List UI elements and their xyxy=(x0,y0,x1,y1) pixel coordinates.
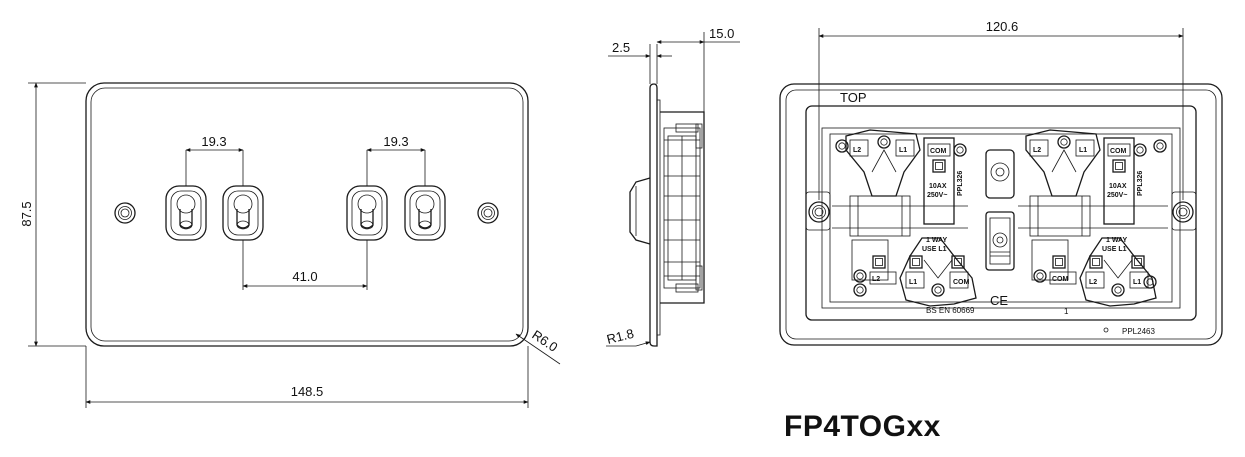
front-plate-inner xyxy=(90,87,524,342)
rear-width-label: 120.6 xyxy=(986,19,1019,34)
side-plate xyxy=(649,83,658,347)
terminal-com-top-left: COM xyxy=(930,148,947,155)
orientation-label: TOP xyxy=(840,90,867,105)
center-gap-label: 41.0 xyxy=(292,269,317,284)
front-view: 19.3 19.3 41.0 87.5 148.5 R6.0 xyxy=(19,82,560,408)
depth-label: 15.0 xyxy=(709,26,734,41)
way-left-line1: 1 WAY xyxy=(926,237,947,244)
toggle-switch-1-icon xyxy=(165,185,207,241)
rear-plate-outline xyxy=(779,83,1223,346)
plate-thickness-label: 2.5 xyxy=(612,40,630,55)
model-number: FP4TOGxx xyxy=(784,410,941,443)
terminal-l1-top-left: L1 xyxy=(899,147,907,154)
corner-radius-label: R6.0 xyxy=(529,327,560,355)
terminal-l1-bottom-left: COM xyxy=(953,279,970,286)
rear-view: 120.6 TOP L2 L1 COM 10AX 250V~ PPL326 xyxy=(779,19,1223,346)
side-view: 2.5 15.0 R1.8 xyxy=(605,26,740,347)
terminal-com-bottom-right: COM xyxy=(1052,276,1069,283)
right-screw-icon xyxy=(477,202,499,224)
index-mark: 1 xyxy=(1064,307,1069,316)
centre-mechanism xyxy=(985,149,1015,271)
way-right-line2: USE L1 xyxy=(1102,246,1127,253)
front-plate-outline xyxy=(85,82,529,347)
left-screw-icon xyxy=(114,202,136,224)
rating-right-line1: 10AX xyxy=(1109,183,1127,190)
terminal-l1-bottom-right: L1 xyxy=(1133,279,1141,286)
terminal-l2-bottom-left: L1 xyxy=(909,279,917,286)
rear-left-screw-icon xyxy=(808,201,830,223)
toggle-switch-2-icon xyxy=(222,185,264,241)
part-code-left: PPL326 xyxy=(957,171,964,196)
terminal-l1-top-right: L1 xyxy=(1079,147,1087,154)
width-label: 148.5 xyxy=(291,384,324,399)
terminal-com-top-right: COM xyxy=(1110,148,1127,155)
toggle-switch-3-icon xyxy=(346,185,388,241)
part-code-right: PPL326 xyxy=(1137,171,1144,196)
terminal-l2-top-right: L2 xyxy=(1033,147,1041,154)
mould-dot-icon xyxy=(1103,327,1109,333)
mould-code: PPL2463 xyxy=(1122,327,1155,336)
side-toggle-lever-icon xyxy=(629,177,651,245)
terminal-com-bottom-left: L2 xyxy=(872,276,880,283)
ce-mark: CE xyxy=(990,293,1008,308)
rear-module-right: L2 L1 COM 10AX 250V~ PPL326 COM 1 WAY US xyxy=(1018,129,1168,307)
standard-marking: BS EN 60669 xyxy=(926,306,975,315)
rating-right-line2: 250V~ xyxy=(1107,192,1127,199)
terminal-l2-top-left: L2 xyxy=(853,147,861,154)
way-left-line2: USE L1 xyxy=(922,246,947,253)
terminal-l2-bottom-right: L2 xyxy=(1089,279,1097,286)
way-right-line1: 1 WAY xyxy=(1106,237,1127,244)
height-label: 87.5 xyxy=(19,201,34,226)
rating-left-line1: 10AX xyxy=(929,183,947,190)
toggle-switch-4-icon xyxy=(404,185,446,241)
rating-left-line2: 250V~ xyxy=(927,192,947,199)
rear-right-screw-icon xyxy=(1172,201,1194,223)
rear-module-left: L2 L1 COM 10AX 250V~ PPL326 L2 xyxy=(832,129,977,307)
toggle-pitch-left-label: 19.3 xyxy=(201,134,226,149)
toggle-pitch-right-label: 19.3 xyxy=(383,134,408,149)
edge-radius-label: R1.8 xyxy=(605,326,635,347)
